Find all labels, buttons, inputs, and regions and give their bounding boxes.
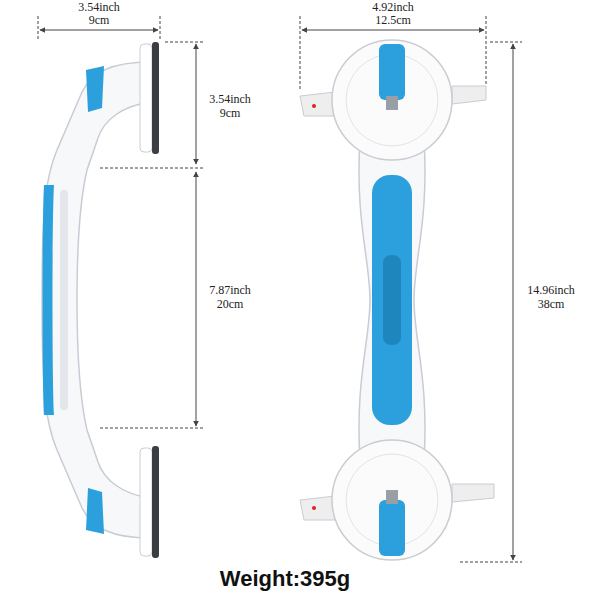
dimension-label: 14.96inch bbox=[527, 284, 575, 297]
dimension-label: 38cm bbox=[538, 298, 565, 311]
dimension-label: 3.54inch bbox=[78, 1, 120, 14]
weight-label: Weight:395g bbox=[220, 566, 350, 592]
dimension-label: 3.54inch bbox=[209, 93, 251, 106]
dimension-label: 7.87inch bbox=[209, 284, 251, 297]
dimension-label: 4.92inch bbox=[372, 1, 414, 14]
dimension-label: 12.5cm bbox=[375, 14, 411, 27]
dimension-lines bbox=[38, 16, 522, 562]
dimension-label: 9cm bbox=[220, 107, 241, 120]
front-view bbox=[300, 40, 494, 560]
dimension-label: 9cm bbox=[89, 14, 110, 27]
dimension-label: 20cm bbox=[217, 298, 244, 311]
side-view bbox=[42, 42, 159, 558]
